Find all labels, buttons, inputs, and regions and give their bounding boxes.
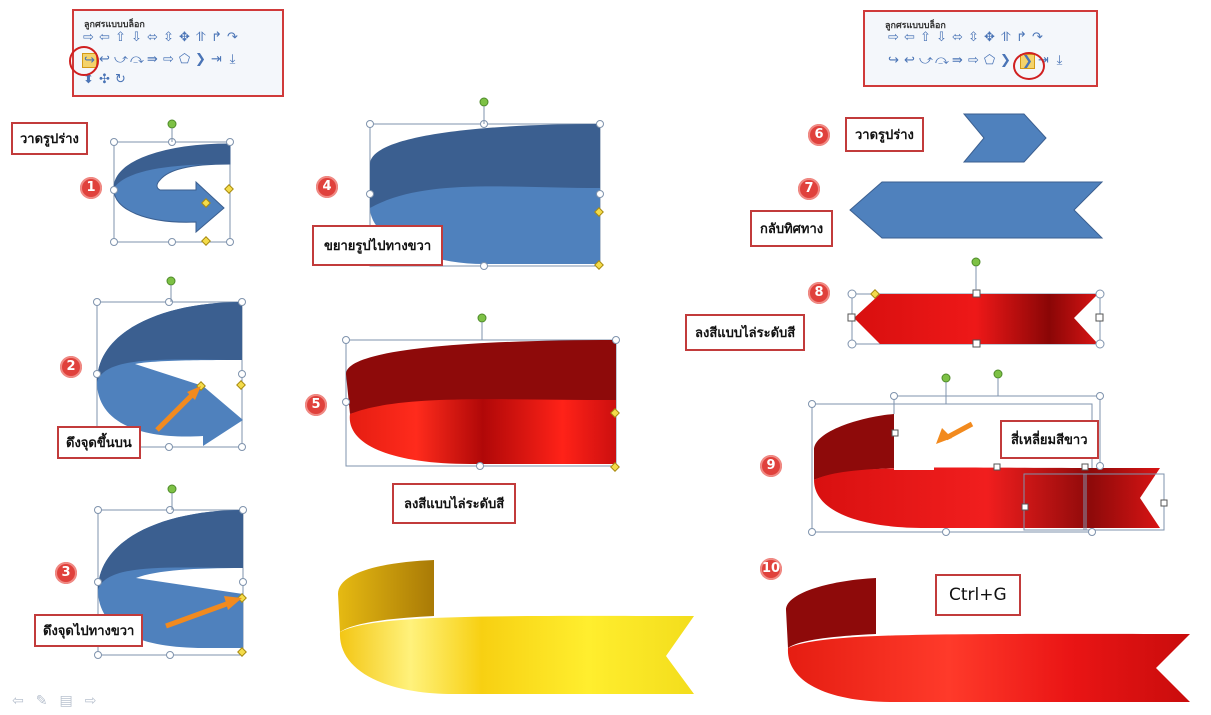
red-ribbon-step-5[interactable]: [340, 313, 625, 474]
down-arrow-icon[interactable]: ⇩: [936, 30, 947, 45]
striped-right-arrow-icon[interactable]: ⇛: [952, 53, 963, 68]
circular-arrow-icon[interactable]: ↻: [115, 72, 126, 87]
label-flip-direction: กลับทิศทาง: [750, 210, 834, 247]
curved-arrow-step-2[interactable]: [93, 298, 247, 451]
curved-down-arrow-icon[interactable]: ⤼: [130, 52, 144, 67]
down-arrow-icon[interactable]: ⇩: [131, 30, 142, 45]
curved-arrow-step-1[interactable]: [108, 119, 238, 248]
pentagon-icon[interactable]: ⬠: [983, 53, 996, 68]
curved-left-arrow-icon[interactable]: ↩: [99, 52, 110, 67]
quad-arrow-callout-icon[interactable]: ✣: [99, 72, 110, 87]
curved-arrow-step-3[interactable]: [94, 506, 248, 659]
chevron-icon[interactable]: ❯: [1000, 53, 1011, 68]
label-draw-shape-right: วาดรูปร่าง: [845, 117, 924, 152]
quad-arrow-icon[interactable]: ✥: [179, 30, 190, 45]
label-ctrl-g: Ctrl+G: [935, 574, 1021, 616]
up-arrow-icon[interactable]: ⇧: [115, 30, 126, 45]
slideshow-toolbar: ⇦✎▤⇨: [12, 693, 108, 709]
step-2-badge: 2: [60, 356, 82, 378]
down-arrow-callout-icon[interactable]: ⤓: [1056, 53, 1063, 68]
block-arrows-panel-left: ลูกศรแบบบล็อก ⇨ ⇦ ⇧ ⇩ ⬄ ⇳ ✥ ⥣ ↱ ↷ ↪ ↩ ⤻ …: [72, 9, 284, 97]
notched-right-arrow-icon[interactable]: ⇨: [163, 52, 174, 67]
step-6-badge: 6: [808, 124, 830, 146]
curved-right-arrow-icon[interactable]: ↪: [888, 53, 899, 68]
up-arrow-icon[interactable]: ⇧: [920, 30, 931, 45]
step-1-badge: 1: [80, 177, 102, 199]
label-pull-point-right: ดึงจุดไปทางขวา: [34, 614, 144, 647]
step-10-badge: 10: [760, 558, 782, 580]
label-gradient-fill-right: ลงสีแบบไล่ระดับสี: [685, 314, 806, 351]
menu-icon[interactable]: ▤: [59, 693, 85, 709]
u-turn-arrow-icon[interactable]: ↷: [227, 30, 238, 45]
red-banner-step-8[interactable]: [846, 256, 1106, 354]
left-right-arrow-icon[interactable]: ⬄: [147, 30, 158, 45]
highlight-circle: [69, 46, 99, 76]
label-white-square: สี่เหลี่ยมสีขาว: [1000, 420, 1099, 459]
rotate-handle[interactable]: [167, 484, 177, 510]
u-turn-arrow-icon[interactable]: ↷: [1032, 30, 1043, 45]
step-9-badge: 9: [760, 455, 782, 477]
down-arrow-callout-icon[interactable]: ⤓: [229, 52, 236, 67]
striped-right-arrow-icon[interactable]: ⇛: [147, 52, 158, 67]
up-down-arrow-icon[interactable]: ⇳: [163, 30, 174, 45]
left-arrow-icon[interactable]: ⇦: [99, 30, 110, 45]
block-arrows-panel-right: ลูกศรแบบบล็อก ⇨ ⇦ ⇧ ⇩ ⬄ ⇳ ✥ ⥣ ↱ ↷ ↪ ↩ ⤻ …: [863, 10, 1098, 87]
right-arrow-icon[interactable]: ⇨: [888, 30, 899, 45]
right-arrow-callout-icon[interactable]: ⇥: [211, 52, 222, 67]
up-down-arrow-callout-icon[interactable]: ⬍: [83, 72, 94, 87]
label-pull-point-up: ดึงจุดขึ้นบน: [57, 426, 141, 459]
left-right-up-arrow-icon[interactable]: ⥣: [1000, 30, 1011, 45]
flipped-chevron-shape[interactable]: [848, 180, 1104, 242]
curved-down-arrow-icon[interactable]: ⤼: [935, 53, 949, 68]
quad-arrow-icon[interactable]: ✥: [984, 30, 995, 45]
chevron-shape[interactable]: [962, 112, 1048, 164]
previous-icon[interactable]: ⇦: [12, 693, 36, 709]
bent-arrow-icon[interactable]: ↱: [1016, 30, 1027, 45]
left-arrow-icon[interactable]: ⇦: [904, 30, 915, 45]
pentagon-icon[interactable]: ⬠: [178, 52, 191, 67]
rotate-handle[interactable]: [166, 276, 176, 302]
next-icon[interactable]: ⇨: [84, 693, 109, 709]
pen-icon[interactable]: ✎: [35, 693, 60, 709]
curved-up-arrow-icon[interactable]: ⤻: [919, 53, 933, 68]
label-expand-right: ขยายรูปไปทางขวา: [312, 225, 444, 266]
step-7-badge: 7: [798, 178, 820, 200]
panel-title: ลูกศรแบบบล็อก: [84, 20, 145, 30]
panel-title: ลูกศรแบบบล็อก: [885, 21, 946, 31]
step-5-badge: 5: [305, 394, 327, 416]
right-arrow-icon[interactable]: ⇨: [83, 30, 94, 45]
chevron-icon[interactable]: ❯: [195, 52, 206, 67]
left-right-up-arrow-icon[interactable]: ⥣: [195, 30, 206, 45]
curved-up-arrow-icon[interactable]: ⤻: [114, 52, 128, 67]
grouped-ribbon-step-9[interactable]: [806, 369, 1171, 542]
up-down-arrow-icon[interactable]: ⇳: [968, 30, 979, 45]
highlight-circle: [1013, 52, 1045, 80]
step-4-badge: 4: [316, 176, 338, 198]
bent-arrow-icon[interactable]: ↱: [211, 30, 222, 45]
yellow-ribbon[interactable]: [334, 550, 699, 696]
notched-right-arrow-icon[interactable]: ⇨: [968, 53, 979, 68]
label-gradient-fill: ลงสีแบบไล่ระดับสี: [392, 483, 517, 524]
step-3-badge: 3: [55, 562, 77, 584]
final-red-ribbon[interactable]: [784, 570, 1194, 706]
step-8-badge: 8: [808, 282, 830, 304]
curved-left-arrow-icon[interactable]: ↩: [904, 53, 915, 68]
label-draw-shape: วาดรูปร่าง: [11, 122, 88, 155]
left-right-arrow-icon[interactable]: ⬄: [952, 30, 963, 45]
